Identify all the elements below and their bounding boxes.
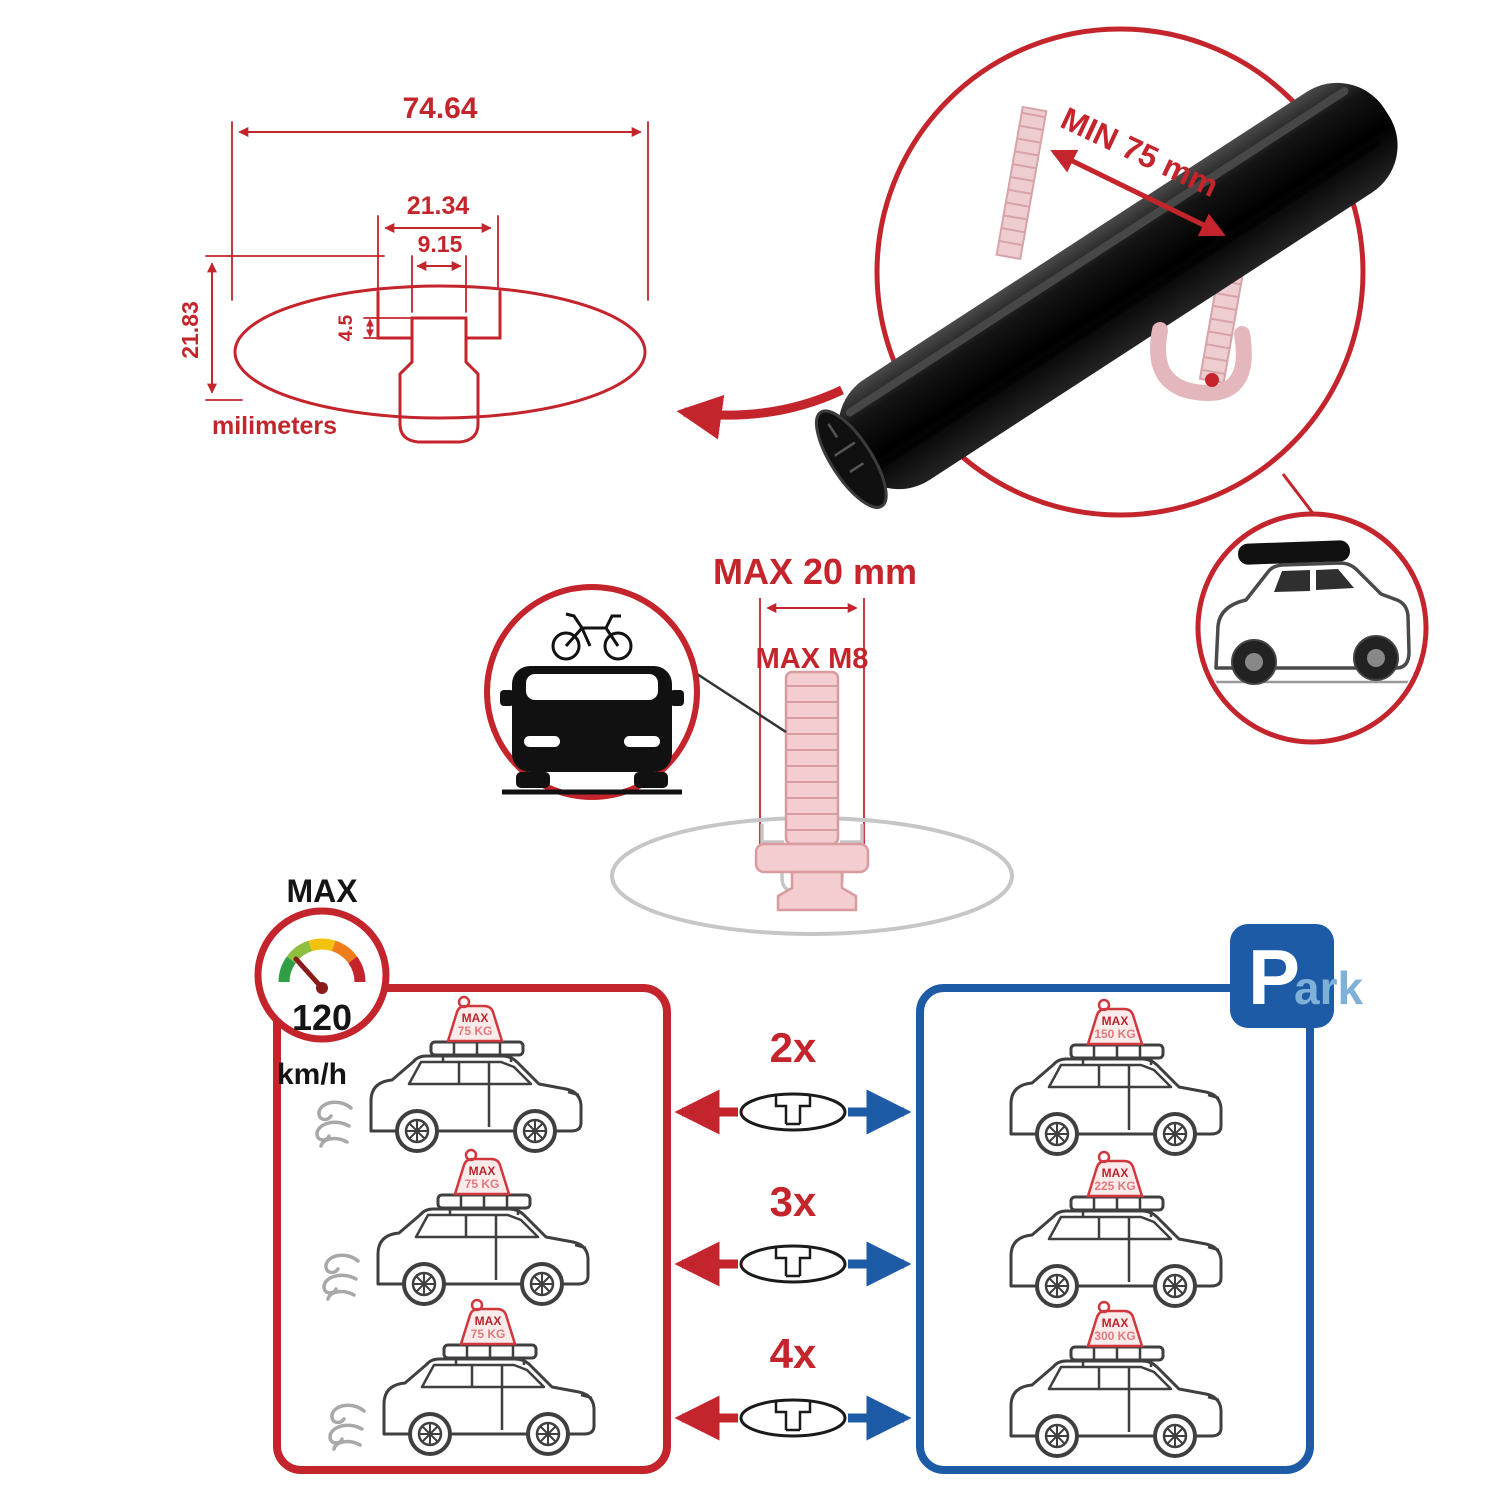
profile-slot xyxy=(376,290,502,340)
profile-outline xyxy=(233,284,647,420)
dim-step: 4.5 xyxy=(336,314,357,341)
ubolt-left-rod xyxy=(995,105,1048,261)
car-front-bike-circle xyxy=(484,584,700,800)
tag-top-text: MAX xyxy=(462,1011,489,1025)
parked-car-2: MAX 225 KG xyxy=(1009,1150,1223,1308)
load-tag: MAX 150 KG xyxy=(1086,998,1144,1046)
dim-total-height: 21.83 xyxy=(177,301,203,359)
ubolt-fixing-dot xyxy=(1205,373,1219,387)
bolt-diagram: MAX 20 mm MAX M8 xyxy=(484,551,1014,936)
profile-dimension-drawing: 74.64 21.34 9.15 4.5 21.83 milimeters xyxy=(177,92,649,444)
crossbar-profile-icon xyxy=(739,1244,847,1284)
dim-slot-outer: 21.34 xyxy=(407,192,470,220)
gauge-needle xyxy=(293,956,325,991)
quantity-label: 2x xyxy=(770,1024,817,1071)
load-tag: MAX 225 KG xyxy=(1086,1150,1144,1198)
crossbar-detail-circle: MIN 75 mm xyxy=(814,26,1398,518)
bolt-width-ext-lines xyxy=(759,598,865,846)
tag-top-text: MAX xyxy=(475,1314,502,1328)
dim-ext-step xyxy=(363,317,411,339)
crossbar-profile-icon xyxy=(739,1398,847,1438)
dim-slot-inner: 9.15 xyxy=(418,231,463,257)
min-span-arrow xyxy=(1050,149,1226,237)
dim-ext-slot-outer xyxy=(377,215,499,289)
load-tag: MAX 75 KG xyxy=(453,1148,511,1196)
speed-limit-gauge: MAX 120 km/h xyxy=(254,873,390,1091)
load-tag: MAX 75 KG xyxy=(446,995,504,1043)
suv-illustration xyxy=(1204,540,1420,685)
roof-box-icon xyxy=(1238,540,1351,565)
bolt-max-width-label: MAX 20 mm xyxy=(713,551,917,592)
dim-ext-total-height xyxy=(205,255,385,401)
tag-value-text: 150 KG xyxy=(1094,1027,1135,1041)
crossbar-profile-icon xyxy=(739,1092,847,1132)
tag-top-text: MAX xyxy=(1102,1316,1129,1330)
ubolt-front-loop xyxy=(1150,322,1252,402)
dim-ext-slot-inner xyxy=(411,255,467,313)
load-tag: MAX 300 KG xyxy=(1086,1300,1144,1348)
tag-value-text: 300 KG xyxy=(1094,1329,1135,1343)
dim-ext-total-width xyxy=(231,121,649,301)
tag-value-text: 75 KG xyxy=(471,1327,506,1341)
park-sign: P ark xyxy=(1230,924,1363,1028)
tag-value-text: 75 KG xyxy=(458,1024,493,1038)
quantity-row-1: 2x xyxy=(674,1024,912,1135)
units-label: milimeters xyxy=(212,412,337,440)
parked-car-3: MAX 300 KG xyxy=(1009,1300,1223,1458)
quantity-label: 3x xyxy=(770,1178,817,1225)
driving-car-3: MAX 75 KG xyxy=(328,1298,596,1456)
park-sign-initial: P xyxy=(1248,933,1300,1021)
driving-car-2: MAX 75 KG xyxy=(322,1148,590,1306)
quantity-row-3: 4x xyxy=(674,1330,912,1441)
gauge-arc xyxy=(278,938,366,983)
gauge-value: 120 xyxy=(292,997,352,1038)
dim-total-width: 74.64 xyxy=(402,92,477,125)
gauge-unit: km/h xyxy=(277,1058,347,1091)
driving-car-1: MAX 75 KG xyxy=(315,995,583,1153)
crossbar-end-cap xyxy=(814,409,888,509)
tag-value-text: 225 KG xyxy=(1094,1179,1135,1193)
park-sign-rest: ark xyxy=(1294,962,1363,1014)
pointer-arrow-to-drawing xyxy=(676,385,844,440)
quantity-label: 4x xyxy=(770,1330,817,1377)
circle-connector-line xyxy=(1281,473,1317,517)
quantity-row-2: 3x xyxy=(674,1178,912,1287)
tag-top-text: MAX xyxy=(1102,1014,1129,1028)
tag-top-text: MAX xyxy=(1102,1166,1129,1180)
bike-icon xyxy=(551,612,633,661)
bolt-max-thread-label: MAX M8 xyxy=(756,643,869,675)
park-sign-square xyxy=(1230,924,1334,1028)
car-front-icon xyxy=(500,666,684,795)
load-tag: MAX 75 KG xyxy=(459,1298,517,1346)
suv-roofbox-circle xyxy=(1195,511,1429,745)
tag-value-text: 75 KG xyxy=(465,1177,500,1191)
profile-channel xyxy=(398,336,480,444)
circle-to-bolt-line xyxy=(693,670,787,734)
t-bolt xyxy=(754,670,870,912)
gauge-needle-pivot xyxy=(316,982,328,994)
tag-top-text: MAX xyxy=(469,1164,496,1178)
parked-car-1: MAX 150 KG xyxy=(1009,998,1223,1156)
gauge-circle xyxy=(254,907,390,1043)
suv-windows xyxy=(1274,569,1354,592)
gauge-title: MAX xyxy=(286,873,358,909)
